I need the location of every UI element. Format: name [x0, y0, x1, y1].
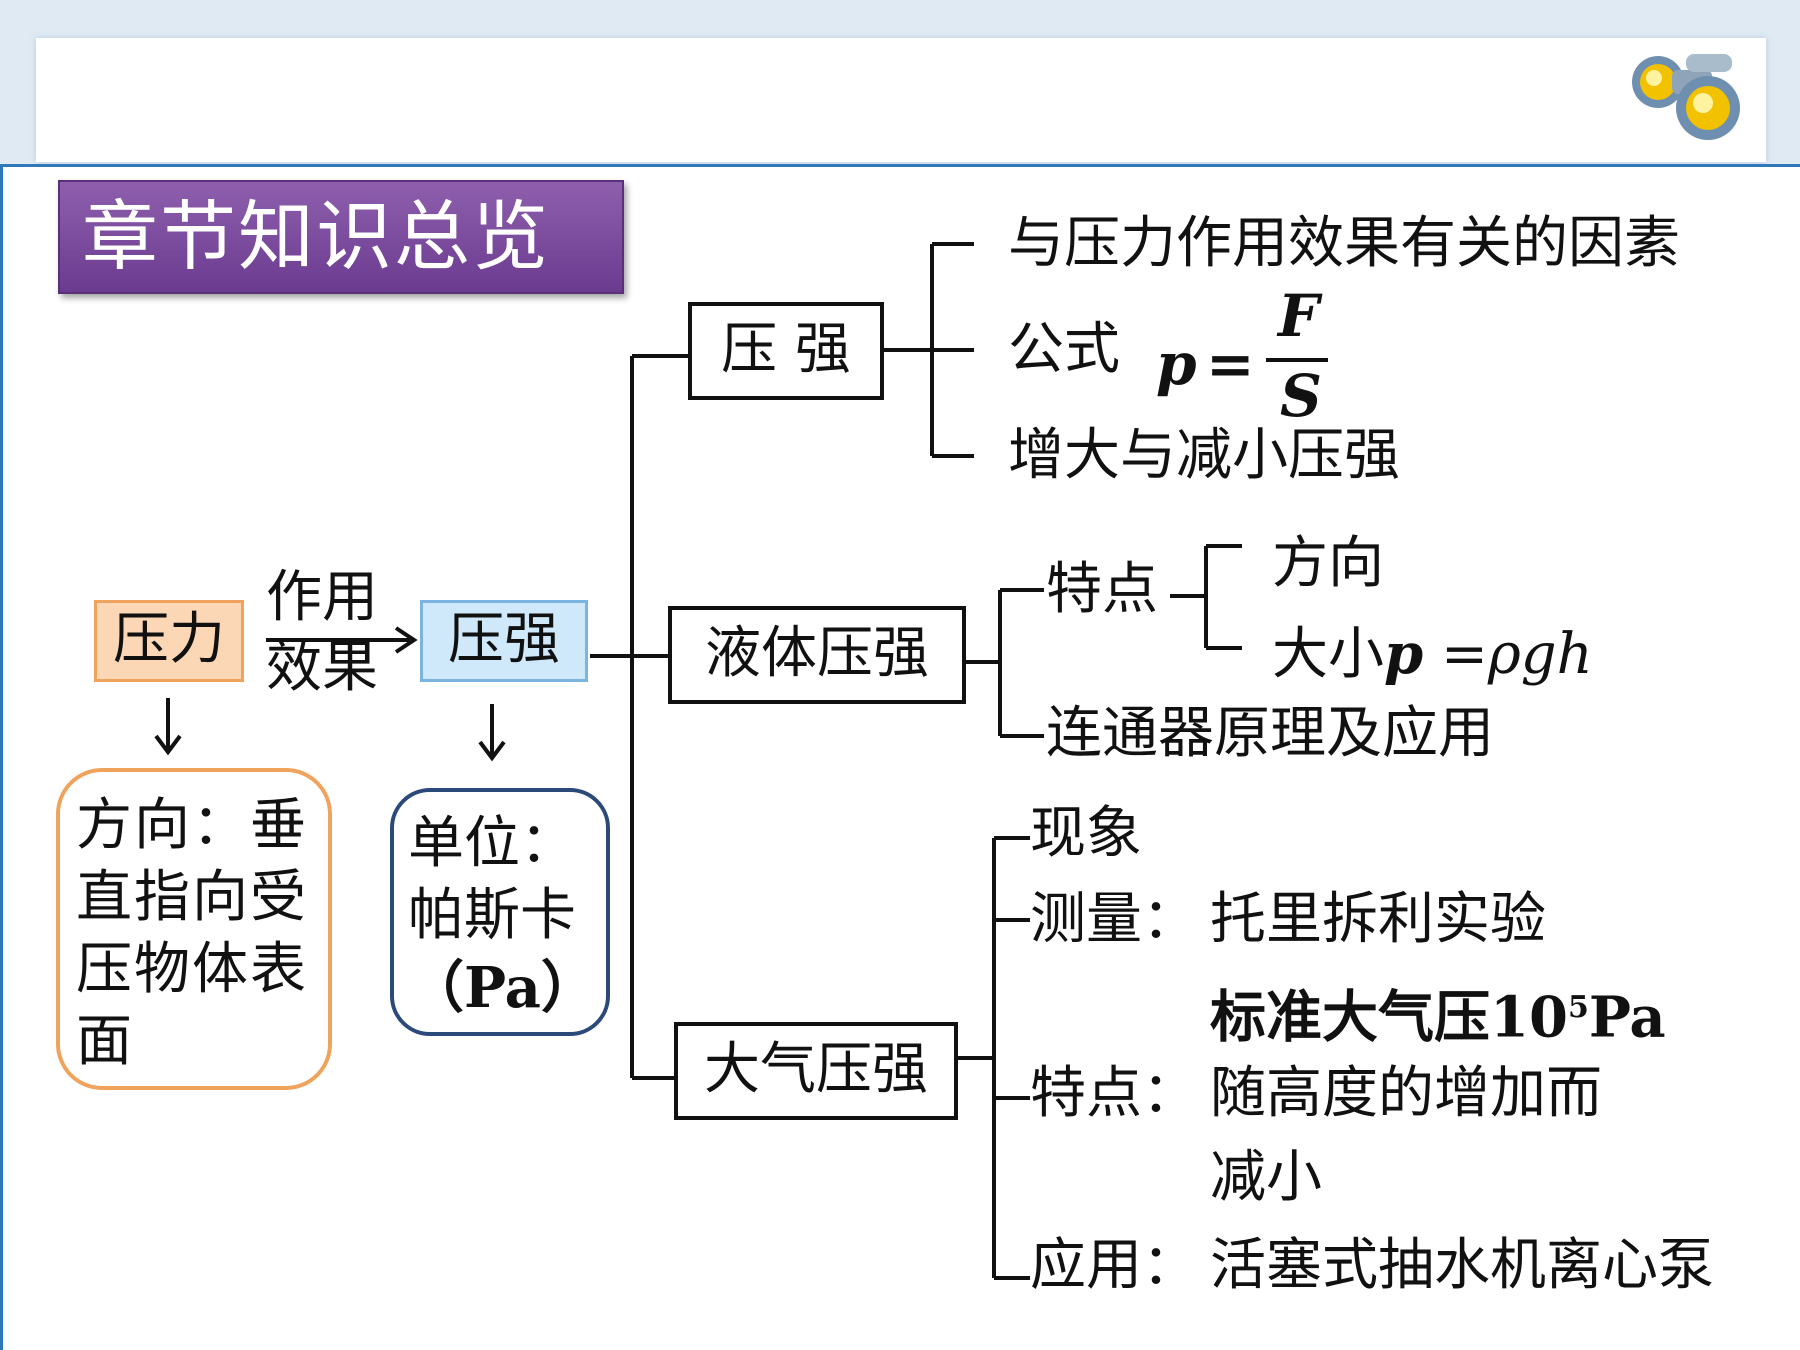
- solid-pressure-box: 压 强: [688, 302, 884, 400]
- pressure-formula: p = F S: [1156, 282, 1336, 430]
- force-direction-line: 面: [76, 1009, 134, 1074]
- force-direction-card: 方向：垂 直指向受 压物体表 面: [56, 768, 332, 1090]
- feature-value-line1: 随高度的增加而: [1210, 1061, 1602, 1126]
- factors-text: 与压力作用效果有关的因素: [1008, 211, 1680, 276]
- connector-principle: 连通器原理及应用: [1046, 701, 1494, 766]
- atmosphere-phenomenon: 现象: [1030, 801, 1142, 866]
- force-direction-line: 直指向受: [76, 865, 308, 930]
- liquid-features-label: 特点: [1046, 557, 1158, 622]
- force-direction-line: 压物体表: [76, 937, 308, 1002]
- force-node: 压力: [94, 600, 244, 682]
- application-value: 活塞式抽水机离心泵: [1210, 1233, 1714, 1298]
- pressure-unit-line: 单位：: [408, 811, 576, 876]
- formula-prefix: 公式: [1008, 317, 1120, 382]
- atmosphere-pressure-box: 大气压强: [674, 1022, 958, 1120]
- effect-arrow-head: [394, 626, 418, 654]
- magnitude-prefix: 大小: [1272, 622, 1384, 687]
- standard-prefix: 标准大气压10: [1210, 984, 1568, 1051]
- header-panel: [36, 38, 1766, 162]
- pressure-unit-card: 单位： 帕斯卡 （Pa）: [390, 788, 610, 1036]
- section-title: 章节知识总览: [58, 180, 624, 294]
- pressure-node: 压强: [420, 600, 588, 682]
- magnitude-p: p: [1384, 621, 1424, 687]
- change-pressure-text: 增大与减小压强: [1008, 423, 1400, 488]
- formula-p: p: [1156, 330, 1197, 398]
- binoculars-icon: [1632, 54, 1740, 140]
- arrow-label-line2: 效果: [266, 635, 378, 700]
- formula-eq: =: [1206, 330, 1255, 398]
- standard-unit: Pa: [1588, 984, 1666, 1051]
- formula-denominator: S: [1280, 362, 1322, 430]
- standard-pressure: 标准大气压105Pa: [1210, 976, 1666, 1050]
- feature-label: 特点：: [1030, 1061, 1198, 1126]
- application-label: 应用：: [1030, 1233, 1198, 1298]
- feature-value-line2: 减小: [1210, 1145, 1322, 1210]
- liquid-pressure-box: 液体压强: [668, 606, 966, 704]
- content-panel: [0, 164, 1800, 1350]
- force-direction-line: 方向：垂: [76, 793, 308, 858]
- liquid-direction: 方向: [1272, 531, 1384, 596]
- formula-numerator: F: [1278, 282, 1320, 350]
- arrow-label-line1: 作用: [266, 565, 378, 630]
- liquid-magnitude: 大小p =ρgh: [1272, 622, 1593, 687]
- measure-value: 托里拆利实验: [1210, 887, 1546, 952]
- pressure-unit-line: 帕斯卡: [408, 883, 576, 948]
- fraction-bar: [1266, 358, 1328, 362]
- pressure-unit-line: （Pa）: [408, 955, 597, 1021]
- standard-exponent: 5: [1567, 990, 1589, 1025]
- magnitude-formula: =ρgh: [1423, 622, 1593, 687]
- measure-label: 测量：: [1030, 887, 1198, 952]
